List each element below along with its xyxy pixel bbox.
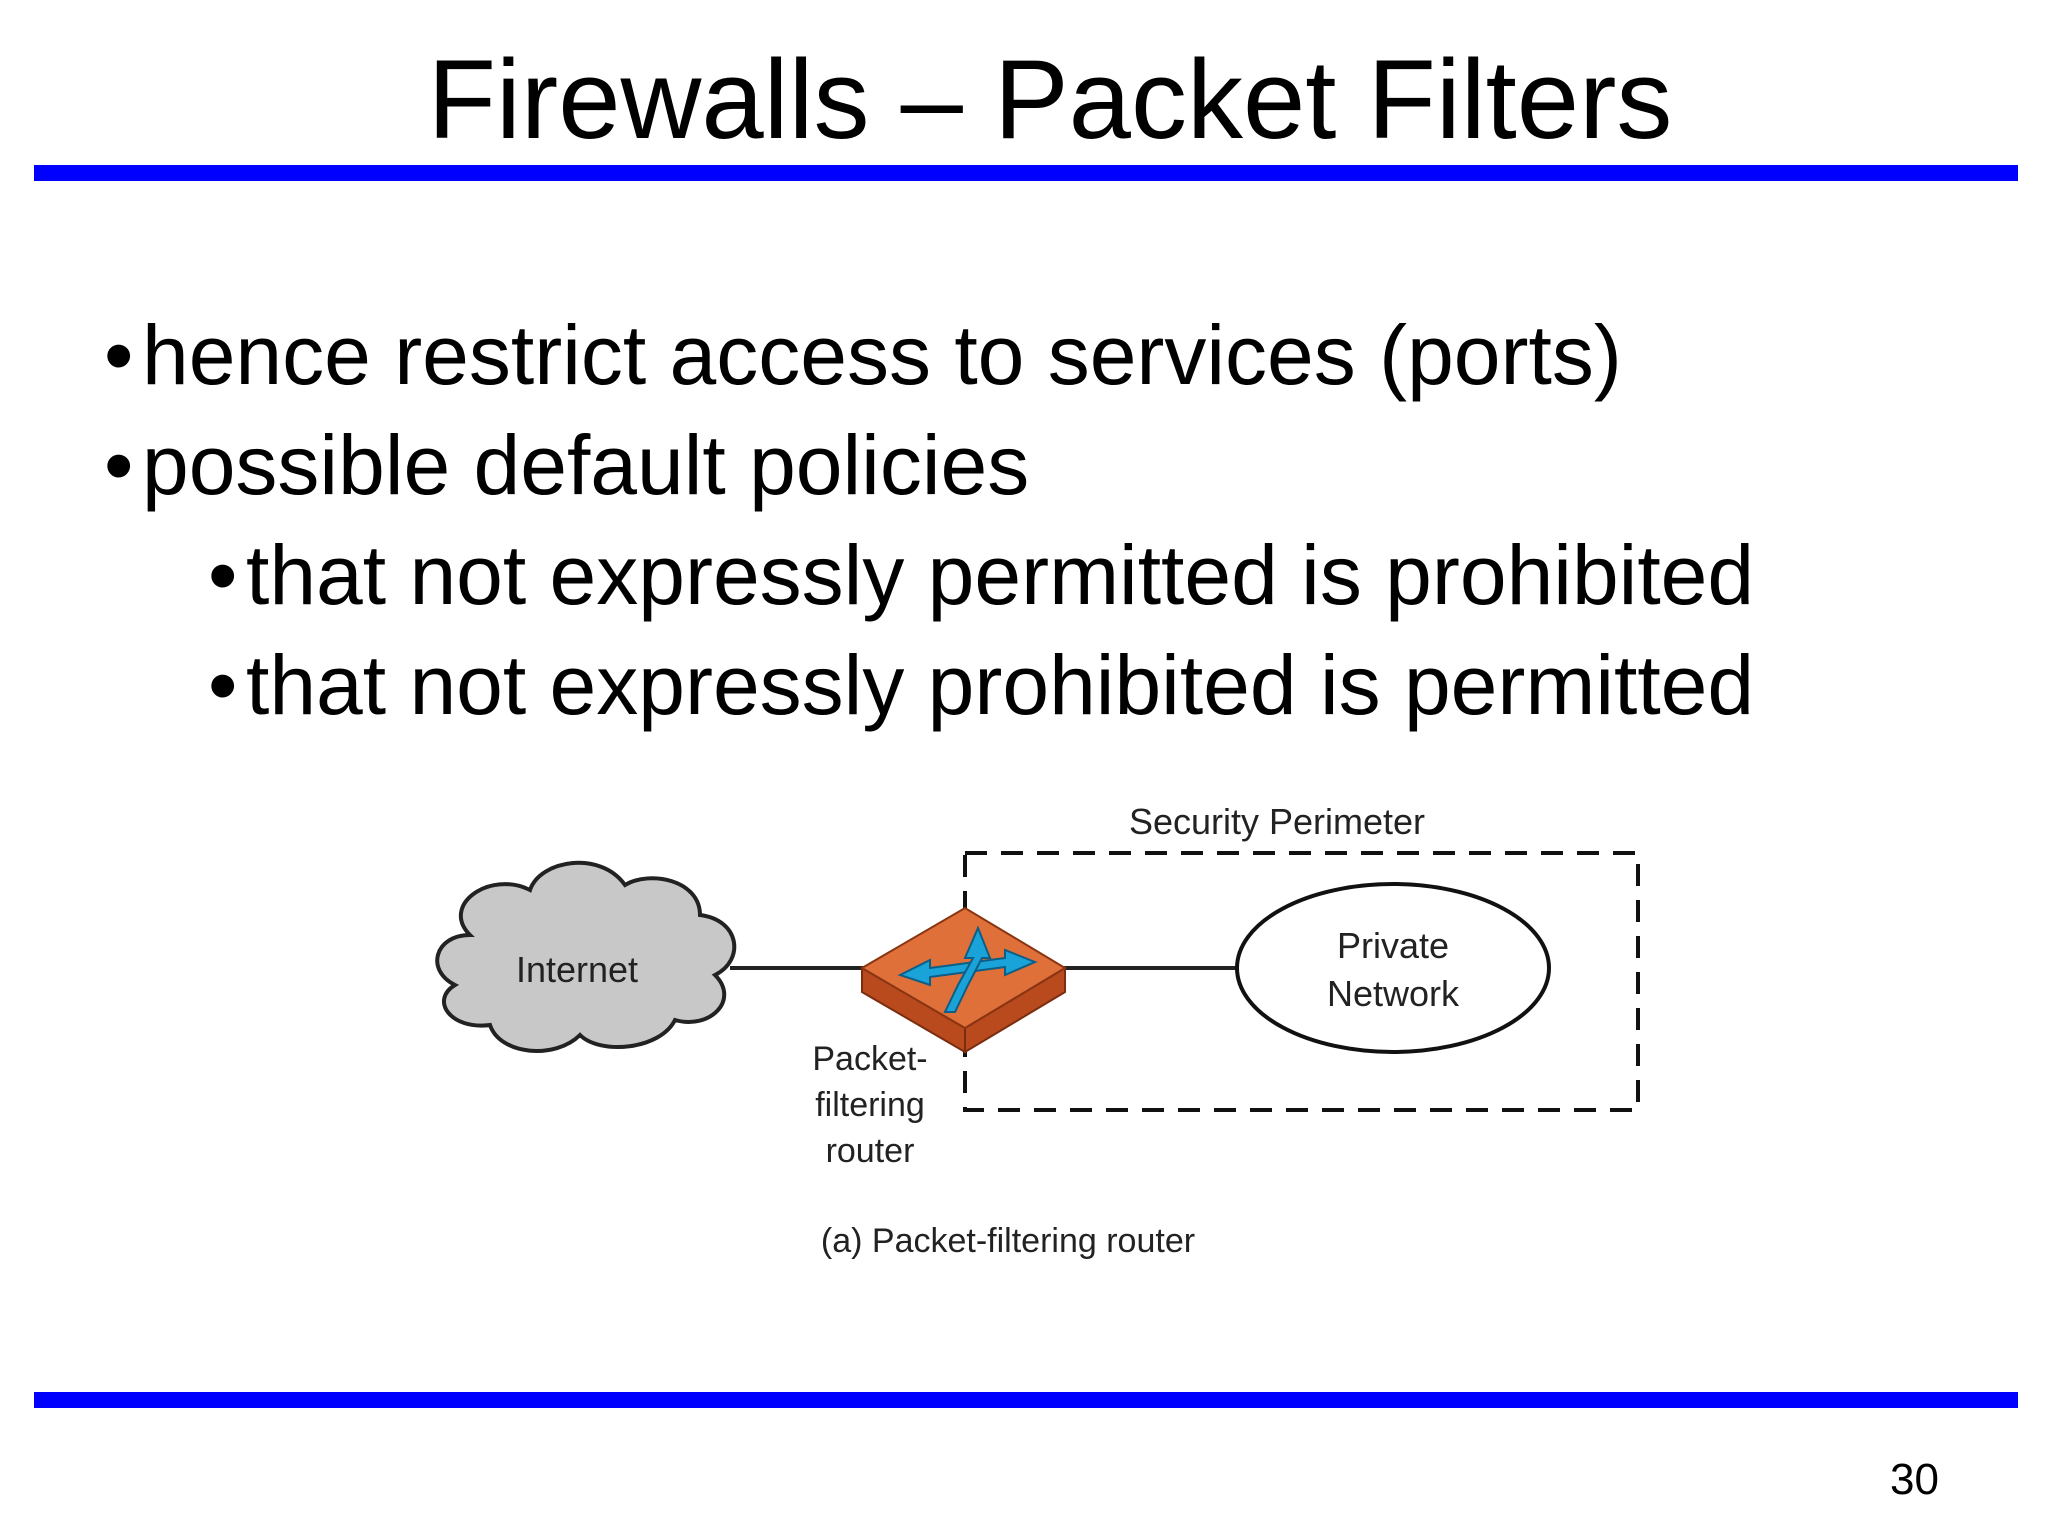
bullet-item: •possible default policies — [104, 410, 1754, 520]
bullet-glyph: • — [104, 308, 134, 402]
bullet-glyph: • — [208, 638, 238, 732]
router-arrows — [897, 925, 1038, 1013]
sub-bullet-item: •that not expressly permitted is prohibi… — [208, 520, 1754, 630]
router-icon — [860, 906, 1067, 1054]
internet-cloud-icon — [435, 860, 737, 1053]
bullet-glyph: • — [208, 528, 238, 622]
bullet-list: •hence restrict access to services (port… — [104, 300, 1754, 740]
bullet-text: that not expressly permitted is prohibit… — [246, 528, 1755, 622]
router-label-line-1: Packet- — [812, 1040, 927, 1078]
bullet-glyph: • — [104, 418, 134, 512]
slide-title: Firewalls – Packet Filters — [427, 37, 1673, 162]
footer-divider — [34, 1392, 2018, 1408]
private-network-label-line-2: Network — [1327, 973, 1460, 1014]
router-label-line-2: filtering — [815, 1086, 925, 1124]
page-number: 30 — [1890, 1455, 1939, 1504]
private-network-node — [1235, 882, 1551, 1054]
bullet-text: hence restrict access to services (ports… — [142, 308, 1622, 402]
diagram-caption: (a) Packet-filtering router — [821, 1222, 1195, 1260]
title-divider — [34, 165, 2018, 181]
cloud-shape — [435, 860, 737, 1053]
sub-bullet-item: •that not expressly prohibited is permit… — [208, 630, 1754, 740]
router-label-line-3: router — [826, 1132, 915, 1170]
bullet-text: possible default policies — [142, 418, 1030, 512]
bullet-item: •hence restrict access to services (port… — [104, 300, 1754, 410]
bullet-text: that not expressly prohibited is permitt… — [246, 638, 1755, 732]
security-perimeter-label: Security Perimeter — [1129, 801, 1425, 842]
private-network-label-line-1: Private — [1337, 925, 1449, 966]
router-arrow-vertical — [943, 925, 992, 1013]
internet-label: Internet — [516, 949, 638, 990]
